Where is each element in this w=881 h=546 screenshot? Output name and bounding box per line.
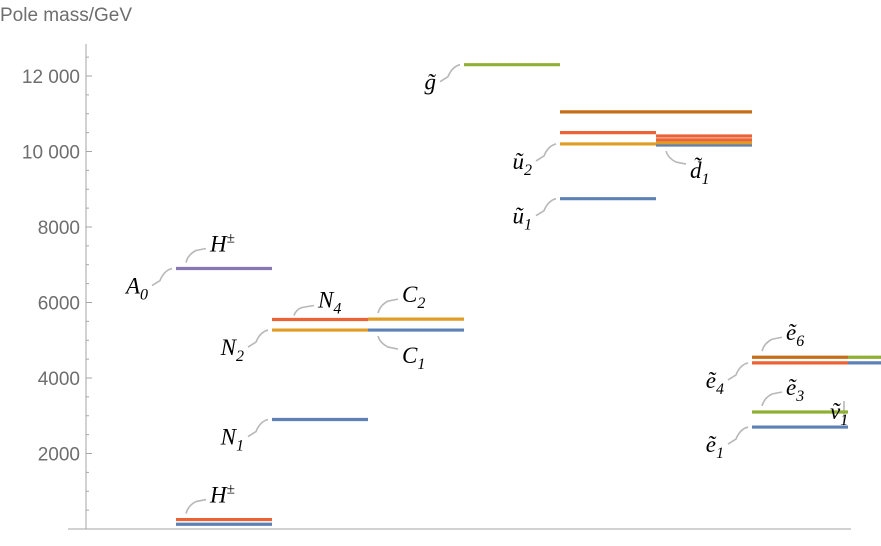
particle-label: ẽ4 <box>706 368 724 398</box>
y-tick-label: 6000 <box>38 294 80 315</box>
particle-label: ẽ1 <box>706 432 724 462</box>
y-tick-label: 4000 <box>38 369 80 390</box>
label-leader <box>727 362 749 381</box>
particle-label: ẽ3 <box>786 375 804 405</box>
label-leader <box>727 426 749 445</box>
particle-label: H± <box>209 231 235 257</box>
particle-label: ẽ6 <box>786 320 804 350</box>
y-tick-label: 10 000 <box>22 143 80 164</box>
label-leader <box>377 298 399 314</box>
label-leader <box>535 143 557 162</box>
label-leader <box>247 418 269 438</box>
label-leader <box>761 391 783 407</box>
y-tick-label: 2000 <box>38 445 80 466</box>
particle-label: ũ2 <box>513 149 533 179</box>
label-leader <box>535 197 557 217</box>
label-leader <box>151 267 173 287</box>
particle-label: g̃ <box>425 70 437 95</box>
label-leader <box>439 63 461 83</box>
y-axis-label: Pole mass/GeV <box>0 5 132 26</box>
y-tick-label: 12 000 <box>22 67 80 88</box>
y-ticks: 2000 4000 6000 8000 10 000 12 000 <box>22 56 92 511</box>
particle-label: N1 <box>220 425 244 455</box>
particle-label: H± <box>209 482 235 508</box>
particle-label: A0 <box>124 274 148 304</box>
label-leader <box>247 329 269 348</box>
particle-label: C2 <box>402 282 425 312</box>
particle-label: N4 <box>317 287 341 317</box>
particle-label: ṽ1 <box>830 399 848 429</box>
label-leader <box>665 150 687 165</box>
label-leader <box>761 336 783 352</box>
particle-label: C1 <box>402 343 425 373</box>
particle-label: d̃1 <box>690 156 710 188</box>
mass-levels <box>176 63 881 526</box>
particle-label: N2 <box>220 335 244 365</box>
y-tick-label: 8000 <box>38 218 80 239</box>
label-leader <box>185 498 207 514</box>
label-leader <box>293 304 315 316</box>
particle-label: ũ1 <box>513 204 533 234</box>
label-leader <box>377 335 399 350</box>
label-callouts <box>151 63 845 514</box>
label-leader <box>185 247 207 263</box>
